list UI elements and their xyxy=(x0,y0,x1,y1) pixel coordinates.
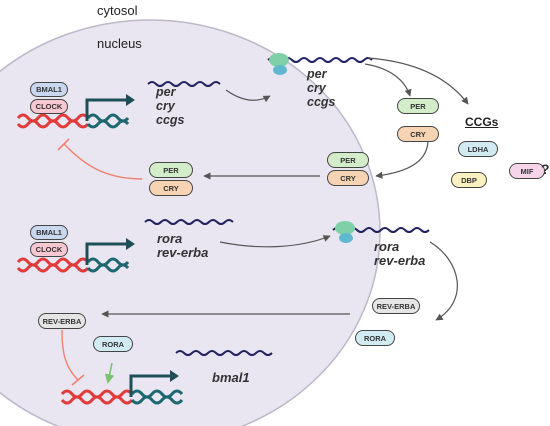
protein-mif: MIF xyxy=(509,163,545,179)
gene-label-cry-nucleus: cry xyxy=(156,99,175,113)
protein-dbp: DBP xyxy=(451,172,487,188)
mrna-nucleus-rora xyxy=(144,219,234,225)
cytosol-label: cytosol xyxy=(97,3,138,18)
protein-rora: RORA xyxy=(93,336,133,352)
mrna-nucleus-per xyxy=(147,81,221,87)
protein-rev-erba: REV-ERBA xyxy=(372,298,420,314)
export-arrow-per xyxy=(225,89,271,103)
gene-label-rora-cytosol: rora xyxy=(374,239,400,254)
gene-label-per-cytosol: per xyxy=(307,67,327,81)
inhibition-line-rev-erba xyxy=(61,329,79,381)
arrow-per-cry-assembly xyxy=(375,139,429,179)
ribosome-icon xyxy=(269,53,289,75)
export-arrow-rora xyxy=(219,235,331,248)
protein-ldha: LDHA xyxy=(458,141,498,157)
gene-label-per-nucleus: per xyxy=(156,85,176,99)
gene-label-ccgs-nucleus: ccgs xyxy=(156,113,185,127)
dna-helix-2 xyxy=(16,257,130,273)
activation-arrow-rora xyxy=(104,362,115,384)
protein-per: PER xyxy=(149,162,193,178)
promoter-arrow-1 xyxy=(85,98,126,121)
protein-clock: CLOCK xyxy=(30,99,68,114)
gene-label-rev-erba-nucleus: rev-erba xyxy=(157,245,209,260)
ribosome-icon xyxy=(335,221,355,243)
ccgs-title: CCGs xyxy=(465,115,499,129)
arrow-to-ccgs xyxy=(367,57,469,105)
unknown-mark: ? xyxy=(541,161,550,177)
protein-cry: CRY xyxy=(327,170,369,186)
dna-helix-1 xyxy=(16,113,130,129)
protein-bmal1: BMAL1 xyxy=(30,82,68,97)
gene-label-ccgs-cytosol: ccgs xyxy=(307,95,336,109)
inhibition-line-per-cry xyxy=(63,143,143,180)
promoter-arrow-3 xyxy=(129,374,170,397)
promoter-arrow-2 xyxy=(85,242,126,265)
nucleus-label: nucleus xyxy=(97,36,142,51)
protein-rora: RORA xyxy=(355,330,395,346)
protein-cry: CRY xyxy=(397,126,439,142)
protein-bmal1: BMAL1 xyxy=(30,225,68,240)
gene-label-bmal1: bmal1 xyxy=(212,370,250,385)
mrna-nucleus-bmal1 xyxy=(175,350,273,356)
gene-label-rora-nucleus: rora xyxy=(157,231,183,246)
dna-helix-3 xyxy=(60,389,184,405)
protein-cry: CRY xyxy=(149,180,193,196)
gene-label-rev-erba-cytosol: rev-erba xyxy=(374,253,426,268)
protein-rev-erba: REV-ERBA xyxy=(38,313,86,329)
protein-clock: CLOCK xyxy=(30,242,68,257)
arrow-to-per xyxy=(364,63,412,97)
protein-per: PER xyxy=(397,98,439,114)
protein-per: PER xyxy=(327,152,369,168)
gene-label-cry-cytosol: cry xyxy=(307,81,326,95)
arrow-to-rev-erba xyxy=(429,241,458,321)
